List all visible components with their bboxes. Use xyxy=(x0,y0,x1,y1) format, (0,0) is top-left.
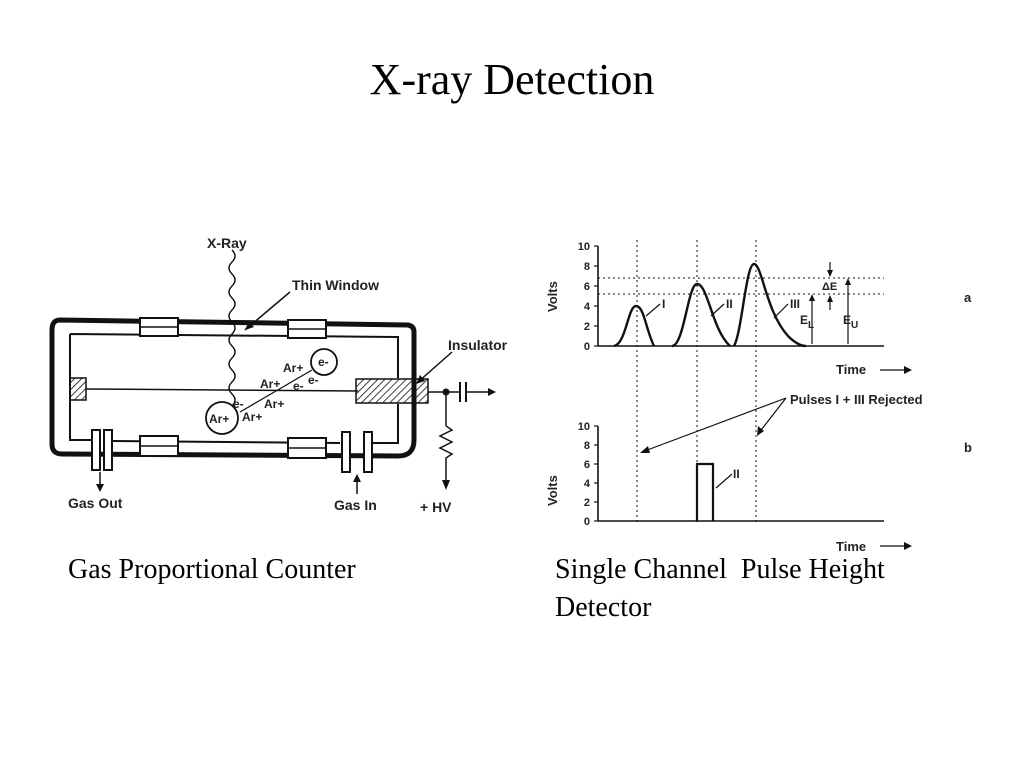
ion-label: Ar+ xyxy=(264,397,284,411)
e-lower-label: EL xyxy=(800,313,814,331)
pulse-label: I xyxy=(662,297,665,311)
panel-a-ylabel: Volts xyxy=(545,281,560,312)
panel-a-label: a xyxy=(964,290,972,305)
ion-label: e- xyxy=(233,397,244,411)
ytick-label: 0 xyxy=(584,341,590,353)
ion-label: Ar+ xyxy=(260,377,280,391)
ytick-label: 4 xyxy=(584,478,591,490)
ion-labels: Ar+ e- Ar+ e- e- e- Ar+ Ar+ Ar+ xyxy=(209,355,329,426)
pulse-label: III xyxy=(790,297,800,311)
caption-line: Single Channel Pulse Height xyxy=(555,554,885,585)
delta-e-label: ΔE xyxy=(822,281,837,293)
time-arrow-icon xyxy=(904,366,912,374)
chamber-outer-wall xyxy=(49,317,417,459)
ion-circle xyxy=(205,401,239,435)
pulse-b-label: II xyxy=(733,467,740,481)
thin-window-pointer xyxy=(244,291,291,331)
caption-gas-proportional-counter: Gas Proportional Counter xyxy=(68,554,356,585)
slide-title: X-ray Detection xyxy=(369,55,655,104)
ytick-label: 8 xyxy=(584,261,590,273)
ytick-label: 8 xyxy=(584,440,590,452)
time-arrow-icon xyxy=(904,542,912,550)
insulator-label: Insulator xyxy=(448,337,508,353)
electron-circle xyxy=(310,348,338,376)
hv-circuit xyxy=(428,382,496,490)
ytick-label: 10 xyxy=(578,421,590,433)
insulator-block xyxy=(355,378,429,404)
ytick-label: 0 xyxy=(584,516,590,528)
chamber-inner-wall xyxy=(69,333,399,444)
gas-out-label: Gas Out xyxy=(68,495,123,511)
pulse-waveform-a xyxy=(613,262,807,348)
panel-b-label: b xyxy=(964,440,972,455)
bottom-insulator-blocks xyxy=(139,435,327,459)
thin-window-label: Thin Window xyxy=(292,277,379,293)
anode-wire xyxy=(85,388,359,392)
ytick-label: 6 xyxy=(584,459,590,471)
hv-label: + HV xyxy=(420,499,452,515)
output-pulse xyxy=(695,462,715,521)
panel-a-xlabel: Time xyxy=(836,362,866,377)
pulse-label: II xyxy=(726,297,733,311)
panel-a-yticks: 0 2 4 6 8 10 xyxy=(578,241,598,353)
ion-label: Ar+ xyxy=(209,412,229,426)
panel-b-ylabel: Volts xyxy=(545,475,560,506)
panel-a-axes xyxy=(597,246,884,347)
top-insulator-blocks xyxy=(139,317,327,339)
rejected-note: Pulses I + III Rejected xyxy=(790,392,923,407)
ytick-label: 4 xyxy=(584,301,591,313)
caption-pulse-height-detector: Single Channel Pulse Height Detector xyxy=(555,551,975,627)
gas-in-label: Gas In xyxy=(334,497,377,513)
gas-out-port xyxy=(91,429,113,492)
xray-wave-icon xyxy=(228,249,236,419)
panel-b-axes xyxy=(597,426,884,522)
ion-label: e- xyxy=(293,379,304,393)
rejected-arrows xyxy=(641,397,787,453)
ion-label: e- xyxy=(308,373,319,387)
insulator-pointer xyxy=(417,351,453,383)
ytick-label: 2 xyxy=(584,321,590,333)
panel-b-xlabel: Time xyxy=(836,539,866,554)
panel-b-yticks: 0 2 4 6 8 10 xyxy=(578,421,598,528)
ytick-label: 10 xyxy=(578,241,590,253)
pulse-pointers xyxy=(645,303,789,319)
ytick-label: 6 xyxy=(584,281,590,293)
caption-line: Detector xyxy=(555,592,652,623)
ion-label: Ar+ xyxy=(283,361,303,375)
e-upper-label: EU xyxy=(843,313,858,331)
ionization-path xyxy=(239,369,313,413)
ytick-label: 2 xyxy=(584,497,590,509)
xray-label: X-Ray xyxy=(207,235,247,251)
ion-label: e- xyxy=(318,355,329,369)
gas-in-port xyxy=(341,431,373,494)
ion-label: Ar+ xyxy=(242,410,262,424)
